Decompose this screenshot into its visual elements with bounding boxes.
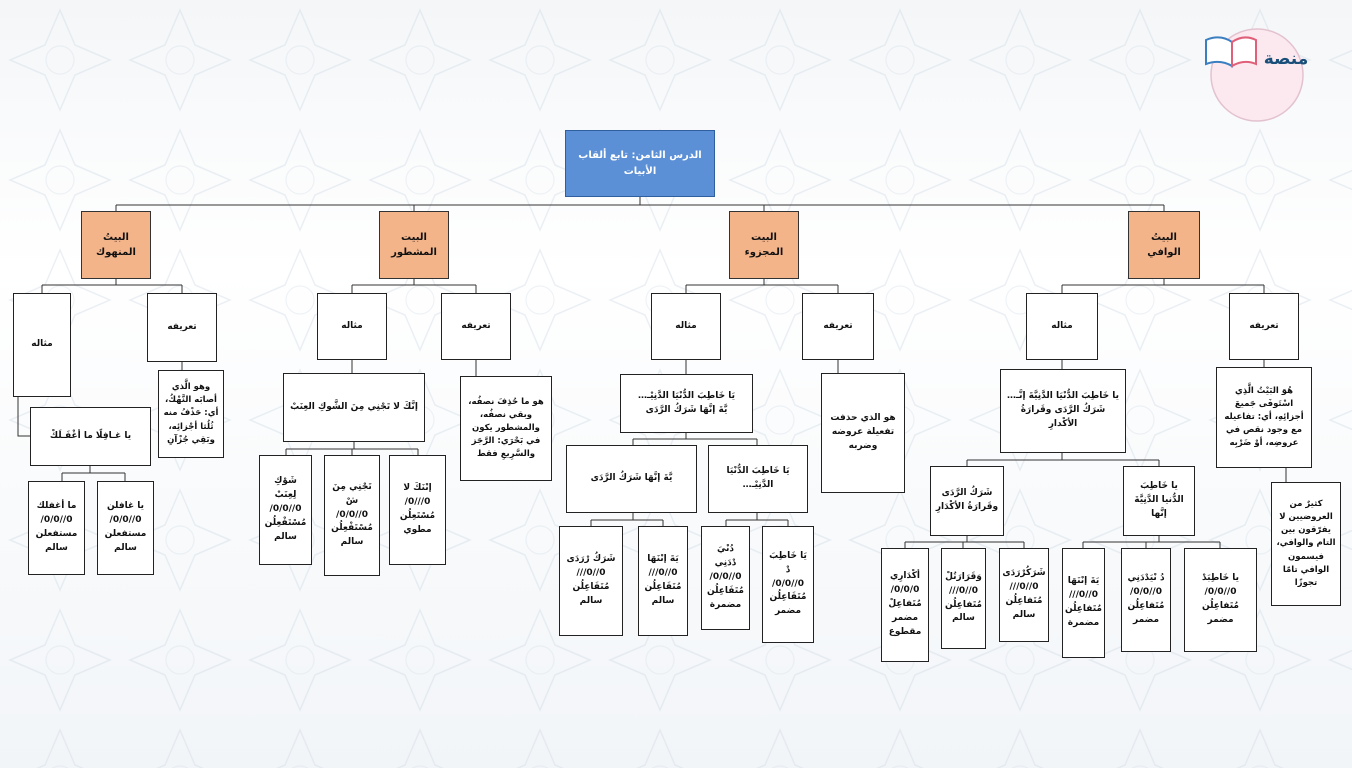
manhuk-example-label: مثاله <box>13 293 71 397</box>
mashtur-definition-label: تعريفه <box>441 293 511 360</box>
category-wafi: البيتُ الوافي <box>1128 211 1200 279</box>
mashtur-example-label: مثاله <box>317 293 387 360</box>
platform-logo: منصة <box>1205 28 1309 122</box>
wafi-cell: دُ نْيَدْدَنِي 0//0/0/ مُتَفاعِلُن مضمر <box>1121 548 1171 652</box>
category-mashtur: البيت المشطور <box>379 211 449 279</box>
wafi-cell: أكْدَارِي 0/0/0/ مُتَفاعِلْ مضمر مقطوع <box>881 548 929 662</box>
majzu-cell: دُنْيَ دْدَنِي 0//0/0/ مُتَفَاعِلُن مضمر… <box>701 526 750 630</box>
wafi-sub-first: شَرَكُ الرَّدَى وقَرارَةُ الأكْدَارِ <box>930 466 1004 536</box>
majzu-definition-label: تعريفه <box>802 293 874 360</box>
majzu-cell: يَةَ إنْنَهَا 0//0/// مُتَفَاعِلُن سالم <box>638 526 688 636</box>
logo-text: منصة <box>1264 49 1309 69</box>
majzu-cell: يَا خَاطِبَ دْ 0//0/0/ مُتَفَاعِلُن مضمر <box>762 526 814 643</box>
open-book-icon <box>1205 36 1257 68</box>
category-majzu: البيت المجزوء <box>729 211 799 279</box>
wafi-example-label: مثاله <box>1026 293 1098 360</box>
wafi-cell: وَقَرَارَتُلْ 0//0/// مُتَفاعِلُن سالم <box>941 548 986 649</box>
manhuk-definition: وهو الَّذي أصابَه النَّهْكُ، أي: حَذْفُ … <box>158 370 224 458</box>
mashtur-cell: إنْنَكَ لا 0///0/ مُسْتَعِلُن مطوي <box>389 455 446 565</box>
wafi-note: كثيرٌ من العروضيين لا يفرّقون بين التام … <box>1271 482 1341 606</box>
mashtur-cell: تَجْنِي مِنَ شْ 0//0/0/ مُسْتَفْعِلُن سا… <box>324 455 380 576</box>
majzu-definition: هو الذي حذفت تفعيلة عروضه وضربه <box>821 373 905 493</box>
manhuk-cell: ما أغفلك 0//0/0/ مستفعلن سالم <box>28 481 85 575</box>
mashtur-definition: هو ما حُذِفَ نصفُه، وبقي نصفُه، والمشطور… <box>460 376 552 481</box>
manhuk-cell: يا غافلن 0//0/0/ مستفعلن سالم <box>97 481 154 575</box>
mashtur-example: إنَّكَ لا تَجْنِي مِنَ الشَّوكِ العِنَبْ <box>283 373 425 442</box>
manhuk-example: يا غـافِلًا ما أغْفَـلَكْ <box>30 407 151 466</box>
majzu-sub-second: يَا خَاطِبَ الدُّنْيَا الدَّنِيْـ… <box>708 445 808 513</box>
majzu-sub-first: يَّةَ إنَّهَا شَرَكُ الرَّدَى <box>566 445 697 513</box>
wafi-cell: يَةَ إنْنَهَا 0//0/// مُتَفاعِلُن مضمرة <box>1062 548 1105 658</box>
wafi-sub-second: يا خَاطِبَ الدُّنيا الدَّنِيَّةَ إنَّها <box>1123 466 1195 536</box>
manhuk-definition-label: تعريفه <box>147 293 217 362</box>
majzu-example: يَا خَاطِبَ الدُّنْيَا الدَّنِيْـ… يَّةَ… <box>620 374 753 433</box>
wafi-definition-label: تعريفه <box>1229 293 1299 360</box>
wafi-example: يا خَاطِبَ الدُّنْيَا الدَّنِيَّةَ إنَّـ… <box>1000 369 1126 453</box>
category-manhuk: البيتُ المنهوك <box>81 211 151 279</box>
wafi-cell: يا خَاطِبَدْ 0//0/0/ مُتَفاعِلُن مضمر <box>1184 548 1257 652</box>
wafi-cell: شَرَكُرْرَدَى 0//0/// مُتَفاعِلُن سالم <box>999 548 1049 642</box>
mashtur-cell: شَوْكِ لِعِنَبْ 0//0/0/ مُسْتَفْعِلُن سا… <box>259 455 312 565</box>
majzu-cell: شَرَكُ رْرَدَى 0//0/// مُتَفَاعِلُن سالم <box>559 526 623 636</box>
wafi-definition: هُوَ البَيْتُ الَّذِي اسْتَوفَى جَميعَ أ… <box>1216 367 1312 468</box>
diagram-title: الدرس الثامن: تابع ألقاب الأبيات <box>565 130 715 197</box>
majzu-example-label: مثاله <box>651 293 721 360</box>
